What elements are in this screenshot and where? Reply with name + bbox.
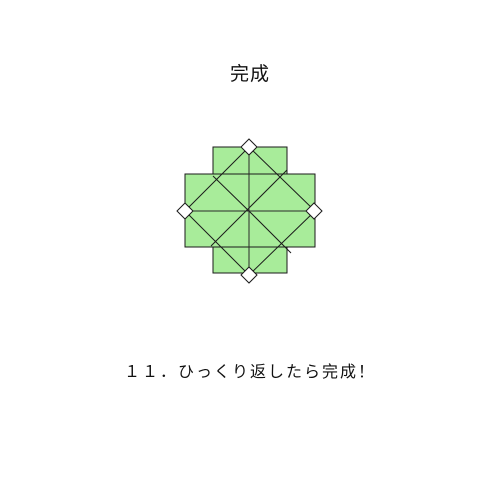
corner-diamond-left [176, 202, 194, 220]
corner-diamond-bottom [240, 266, 258, 284]
step-caption: １１．ひっくり返したら完成！ [123, 362, 376, 381]
corner-diamond-top [240, 138, 258, 156]
corner-diamond-right [305, 202, 323, 220]
clover-shape [176, 138, 323, 284]
fold-line-bottom-right [248, 210, 316, 276]
fold-line-top-right [248, 146, 316, 212]
page-title: 完成 [229, 63, 270, 85]
fold-line-top-left [184, 146, 250, 212]
fold-line-bottom-left [184, 210, 250, 276]
